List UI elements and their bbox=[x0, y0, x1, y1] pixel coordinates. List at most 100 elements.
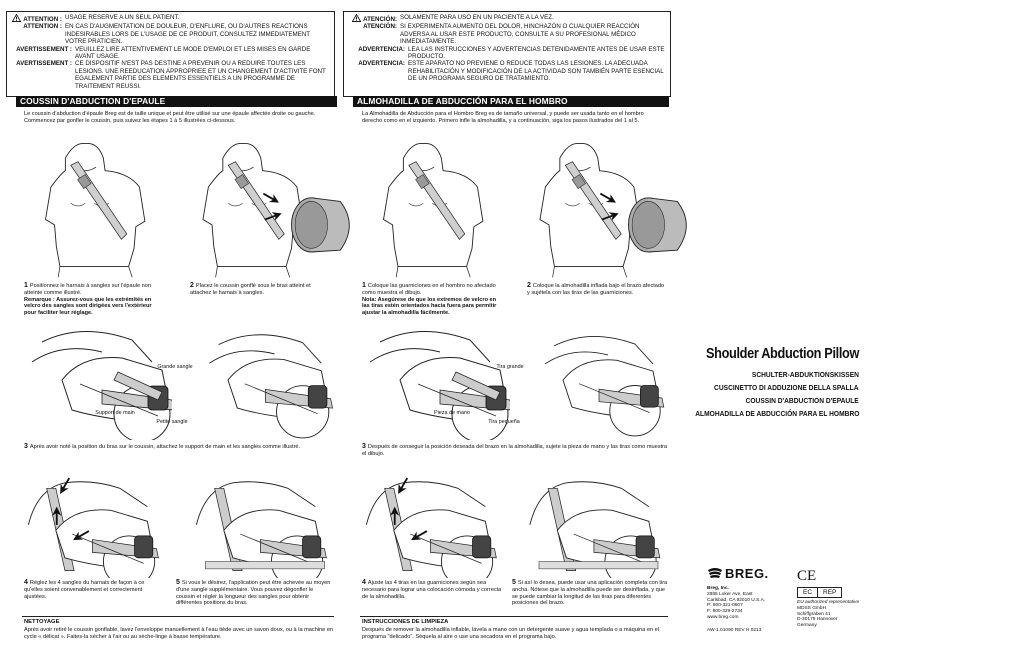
fr-warning-box bbox=[6, 11, 335, 97]
eu-rep-line: D-30175 Hannover bbox=[797, 617, 838, 623]
fr-step3-number: 3 bbox=[24, 443, 28, 450]
fr-warnings: ATTENTION : USAGE RESERVE A UN SEUL PATI… bbox=[10, 14, 330, 90]
es-section-title: ALMOHADILLA DE ABDUCCIÓN PARA EL HOMBRO bbox=[353, 96, 669, 107]
es-step5-text: Si así lo desea, puede usar una aplicaci… bbox=[512, 580, 668, 607]
es-warning-label: ATENCIÓN: bbox=[363, 23, 397, 31]
es-warning-text: ESTE APARATO NO PREVIENE O REDUCE TODAS … bbox=[408, 60, 664, 83]
es-warning-row: ADVERTENCIA: LEA LAS INSTRUCCIONES Y ADV… bbox=[347, 46, 665, 61]
fr-warning-text: CE DISPOSITIF N'EST PAS DESTINE A PREVEN… bbox=[75, 60, 326, 90]
cover-subtitle-it: CUSCINETTO DI ADDUZIONE DELLA SPALLA bbox=[714, 383, 859, 392]
es-step3-text: Después de conseguir la posición deseada… bbox=[362, 444, 668, 457]
es-figure-step5 bbox=[529, 481, 661, 578]
es-step5-number: 5 bbox=[512, 579, 516, 586]
fr-figure-step4 bbox=[27, 474, 159, 578]
fr-warning-row: ATTENTION : USAGE RESERVE A UN SEUL PATI… bbox=[10, 14, 330, 23]
es-step1-note: Nota: Asegúrese de que los extremos de v… bbox=[362, 296, 497, 317]
fr-care-heading: NETTOYAGE bbox=[24, 619, 60, 625]
fr-figure-step1 bbox=[45, 142, 146, 278]
fr-care-text: Après avoir retiré le coussin gonflable,… bbox=[24, 627, 334, 640]
address-line: 2885 Loker Ave. East bbox=[707, 591, 753, 597]
eu-rep-line: Germany bbox=[797, 623, 817, 629]
ec-label: EC bbox=[798, 588, 819, 597]
fr-step1-note: Remarque : Assurez-vous que les extrémit… bbox=[24, 296, 152, 317]
es-warning-box bbox=[343, 11, 671, 97]
document-code: AW-1.01090 REV H 0213 bbox=[707, 628, 762, 633]
fr-callout-big-strap: Grande sangle bbox=[157, 364, 193, 370]
fr-step1-number: 1 bbox=[24, 282, 28, 289]
es-callout-small-strap: Tira pequeña bbox=[488, 419, 520, 425]
eu-rep-line: EU authorized representative bbox=[797, 600, 860, 605]
fr-warning-label: ATTENTION : bbox=[23, 16, 62, 23]
fr-figure-step2 bbox=[202, 142, 350, 278]
es-step4-number: 4 bbox=[362, 579, 366, 586]
es-figure-step2 bbox=[539, 142, 687, 278]
es-warning-row: ATENCIÓN: SOLAMENTE PARA USO EN UN PACIE… bbox=[347, 14, 665, 23]
es-warnings: ATENCIÓN: SOLAMENTE PARA USO EN UN PACIE… bbox=[347, 14, 665, 83]
company-name: Breg, Inc. bbox=[707, 586, 729, 591]
es-step2-number: 2 bbox=[527, 282, 531, 289]
address-line: P: 800-321-0607 bbox=[707, 603, 743, 609]
eu-rep-line: Schiffgraben 41 bbox=[797, 611, 831, 617]
fr-step4-text: Réglez les 4 sangles du harnais de façon… bbox=[24, 580, 145, 600]
fr-section-title: COUSSIN D'ABDUCTION D'EPAULE bbox=[16, 96, 337, 107]
es-care-divider bbox=[360, 616, 668, 617]
fr-step2-number: 2 bbox=[190, 282, 194, 289]
fr-step4-number: 4 bbox=[24, 579, 28, 586]
breg-logo-text: BREG. bbox=[725, 566, 769, 581]
fr-warning-row: AVERTISSEMENT : VEUILLEZ LIRE ATTENTIVEM… bbox=[10, 46, 330, 61]
cover-subtitle-de: SCHULTER-ABDUKTIONSKISSEN bbox=[751, 370, 859, 379]
address-line: F: 800-329-2734 bbox=[707, 609, 743, 615]
address-line: Carlsbad, CA 92010 U.S.A. bbox=[707, 597, 766, 603]
fr-warning-row: ATTENTION : EN CAS D'AUGMENTATION DE DOU… bbox=[10, 23, 330, 45]
company-address: Breg, Inc. 2885 Loker Ave. East Carlsbad… bbox=[707, 586, 787, 621]
fr-warning-label: ATTENTION : bbox=[23, 23, 62, 31]
es-callout-hand-piece: Pieza de mano bbox=[434, 410, 470, 416]
es-warning-label: ATENCIÓN: bbox=[363, 16, 397, 23]
es-warning-text: LEA LAS INSTRUCCIONES Y ADVERTENCIAS DET… bbox=[408, 45, 665, 61]
fr-care-divider bbox=[22, 616, 334, 617]
fr-warning-row: AVERTISSEMENT : CE DISPOSITIF N'EST PAS … bbox=[10, 60, 330, 90]
eu-rep-line: MDSS GmbH bbox=[797, 605, 827, 611]
es-figure-step3a bbox=[369, 331, 510, 440]
es-care-text: Después de remover la almohadilla inflab… bbox=[362, 627, 659, 640]
fr-warning-label: AVERTISSEMENT : bbox=[16, 45, 72, 53]
breg-logo-icon bbox=[708, 567, 722, 578]
es-intro: La Almohadilla de Abducción para el Homb… bbox=[362, 111, 644, 124]
warning-triangle-icon bbox=[12, 14, 22, 22]
es-warning-row: ATENCIÓN: SI EXPERIMENTA AUMENTO DEL DOL… bbox=[347, 23, 665, 45]
es-step1-text: Coloque las guarniciones en el hombro no… bbox=[362, 283, 496, 296]
fr-callout-small-strap: Petite sangle bbox=[156, 419, 188, 425]
rep-label: REP bbox=[823, 589, 837, 596]
es-warning-text: SOLAMENTE PARA USO EN UN PACIENTE A LA V… bbox=[400, 14, 554, 21]
es-step4-text: Ajuste las 4 tiras en las guarniciones s… bbox=[362, 580, 502, 600]
fr-callout-hand-support: Support de main bbox=[95, 410, 135, 416]
es-warning-row: ADVERTENCIA: ESTE APARATO NO PREVIENE O … bbox=[347, 60, 665, 82]
es-step1-number: 1 bbox=[362, 282, 366, 289]
es-figure-step4 bbox=[365, 474, 497, 578]
fr-step2-text: Placez le coussin gonflé sous le bras at… bbox=[190, 283, 311, 296]
es-step2-text: Coloque la almohadilla inflada bajo el b… bbox=[527, 283, 665, 296]
ec-rep-box: EC REP bbox=[797, 587, 843, 598]
fr-intro: Le coussin d'abduction d'épaule Breg est… bbox=[24, 111, 316, 124]
es-care-heading: INSTRUCCIONES DE LIMPIEZA bbox=[362, 619, 449, 625]
fr-step1-text: Positionnez le harnais à sangles sur l'é… bbox=[24, 283, 152, 296]
fr-figure-step3b bbox=[209, 334, 333, 439]
cover-title: Shoulder Abduction Pillow bbox=[706, 346, 860, 362]
es-figure-step1 bbox=[383, 142, 484, 278]
fr-warning-text: VEUILLEZ LIRE ATTENTIVEMENT LE MODE D'EM… bbox=[75, 45, 311, 61]
es-warning-label: ADVERTENCIA: bbox=[358, 60, 405, 68]
es-warning-label: ADVERTENCIA: bbox=[358, 45, 405, 53]
fr-warning-label: AVERTISSEMENT : bbox=[16, 60, 72, 68]
address-line: www.breg.com bbox=[707, 614, 739, 620]
warning-triangle-icon bbox=[352, 14, 362, 22]
ce-mark: CE bbox=[797, 568, 817, 584]
cover-subtitle-fr: COUSSIN D'ABDUCTION D'EPAULE bbox=[745, 396, 859, 405]
